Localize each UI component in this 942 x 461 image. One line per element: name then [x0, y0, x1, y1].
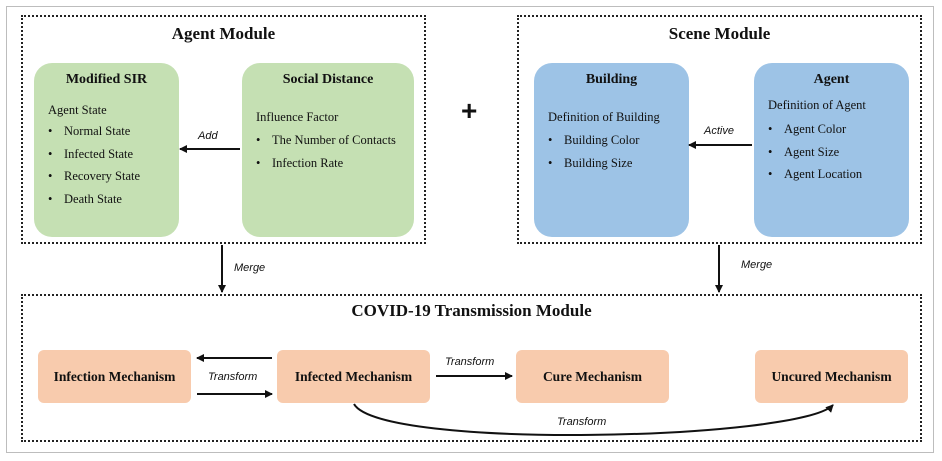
list-item: Infected State: [48, 143, 140, 166]
active-label: Active: [704, 125, 734, 137]
building-box: Building Definition of Building Building…: [534, 63, 689, 237]
uncured-mechanism-label: Uncured Mechanism: [771, 368, 892, 384]
list-item: Agent Size: [768, 141, 862, 164]
building-definition-heading: Definition of Building: [548, 110, 660, 124]
cure-mechanism-label: Cure Mechanism: [542, 368, 643, 384]
list-item: Agent Color: [768, 118, 862, 141]
list-item: Recovery State: [48, 165, 140, 188]
building-title: Building: [585, 72, 638, 87]
plus-symbol: +: [461, 95, 478, 126]
social-distance-box: Social Distance Influence Factor The Num…: [242, 63, 414, 237]
scene-module-title: Scene Module: [668, 24, 771, 43]
add-label: Add: [198, 130, 218, 142]
infected-mechanism-label: Infected Mechanism: [294, 368, 413, 384]
list-item: Infection Rate: [256, 152, 396, 175]
modified-sir-box: Modified SIR Agent State Normal State In…: [34, 63, 179, 237]
transform-label-infected-cure: Transform: [445, 356, 495, 368]
infection-mechanism-box: Infection Mechanism: [38, 350, 191, 403]
infected-to-uncured-arrow: [353, 403, 834, 436]
uncured-mechanism-box: Uncured Mechanism: [755, 350, 908, 403]
merge-label-left: Merge: [234, 262, 266, 274]
list-item: Building Color: [548, 129, 639, 152]
transform-label-infection-infected: Transform: [208, 371, 258, 383]
agent-state-heading: Agent State: [48, 103, 107, 117]
list-item: Agent Location: [768, 163, 862, 186]
influence-factor-heading: Influence Factor: [256, 110, 339, 124]
agent-definition-list: Agent Color Agent Size Agent Location: [768, 118, 862, 186]
list-item: Normal State: [48, 120, 140, 143]
agent-box: Agent Definition of Agent Agent Color Ag…: [754, 63, 909, 237]
agent-module-title: Agent Module: [171, 24, 276, 43]
agent-state-list: Normal State Infected State Recovery Sta…: [48, 120, 140, 210]
scene-module: Scene Module Building Definition of Buil…: [517, 15, 922, 244]
building-definition-list: Building Color Building Size: [548, 129, 639, 174]
transmission-module: COVID-19 Transmission Module: [21, 294, 922, 442]
modified-sir-title: Modified SIR: [65, 72, 148, 87]
infection-mechanism-label: Infection Mechanism: [53, 368, 176, 384]
merge-label-right: Merge: [741, 259, 773, 271]
list-item: Building Size: [548, 152, 639, 175]
list-item: The Number of Contacts: [256, 129, 396, 152]
transmission-module-title: COVID-19 Transmission Module: [351, 301, 592, 320]
agent-definition-heading: Definition of Agent: [768, 98, 866, 112]
influence-factor-list: The Number of Contacts Infection Rate: [256, 129, 396, 174]
agent-module: Agent Module Modified SIR Agent State No…: [21, 15, 426, 244]
infected-mechanism-box: Infected Mechanism: [277, 350, 430, 403]
transform-label-infected-uncured: Transform: [557, 416, 607, 428]
list-item: Death State: [48, 188, 140, 211]
cure-mechanism-box: Cure Mechanism: [516, 350, 669, 403]
social-distance-title: Social Distance: [282, 72, 374, 87]
agent-title: Agent: [813, 72, 850, 87]
